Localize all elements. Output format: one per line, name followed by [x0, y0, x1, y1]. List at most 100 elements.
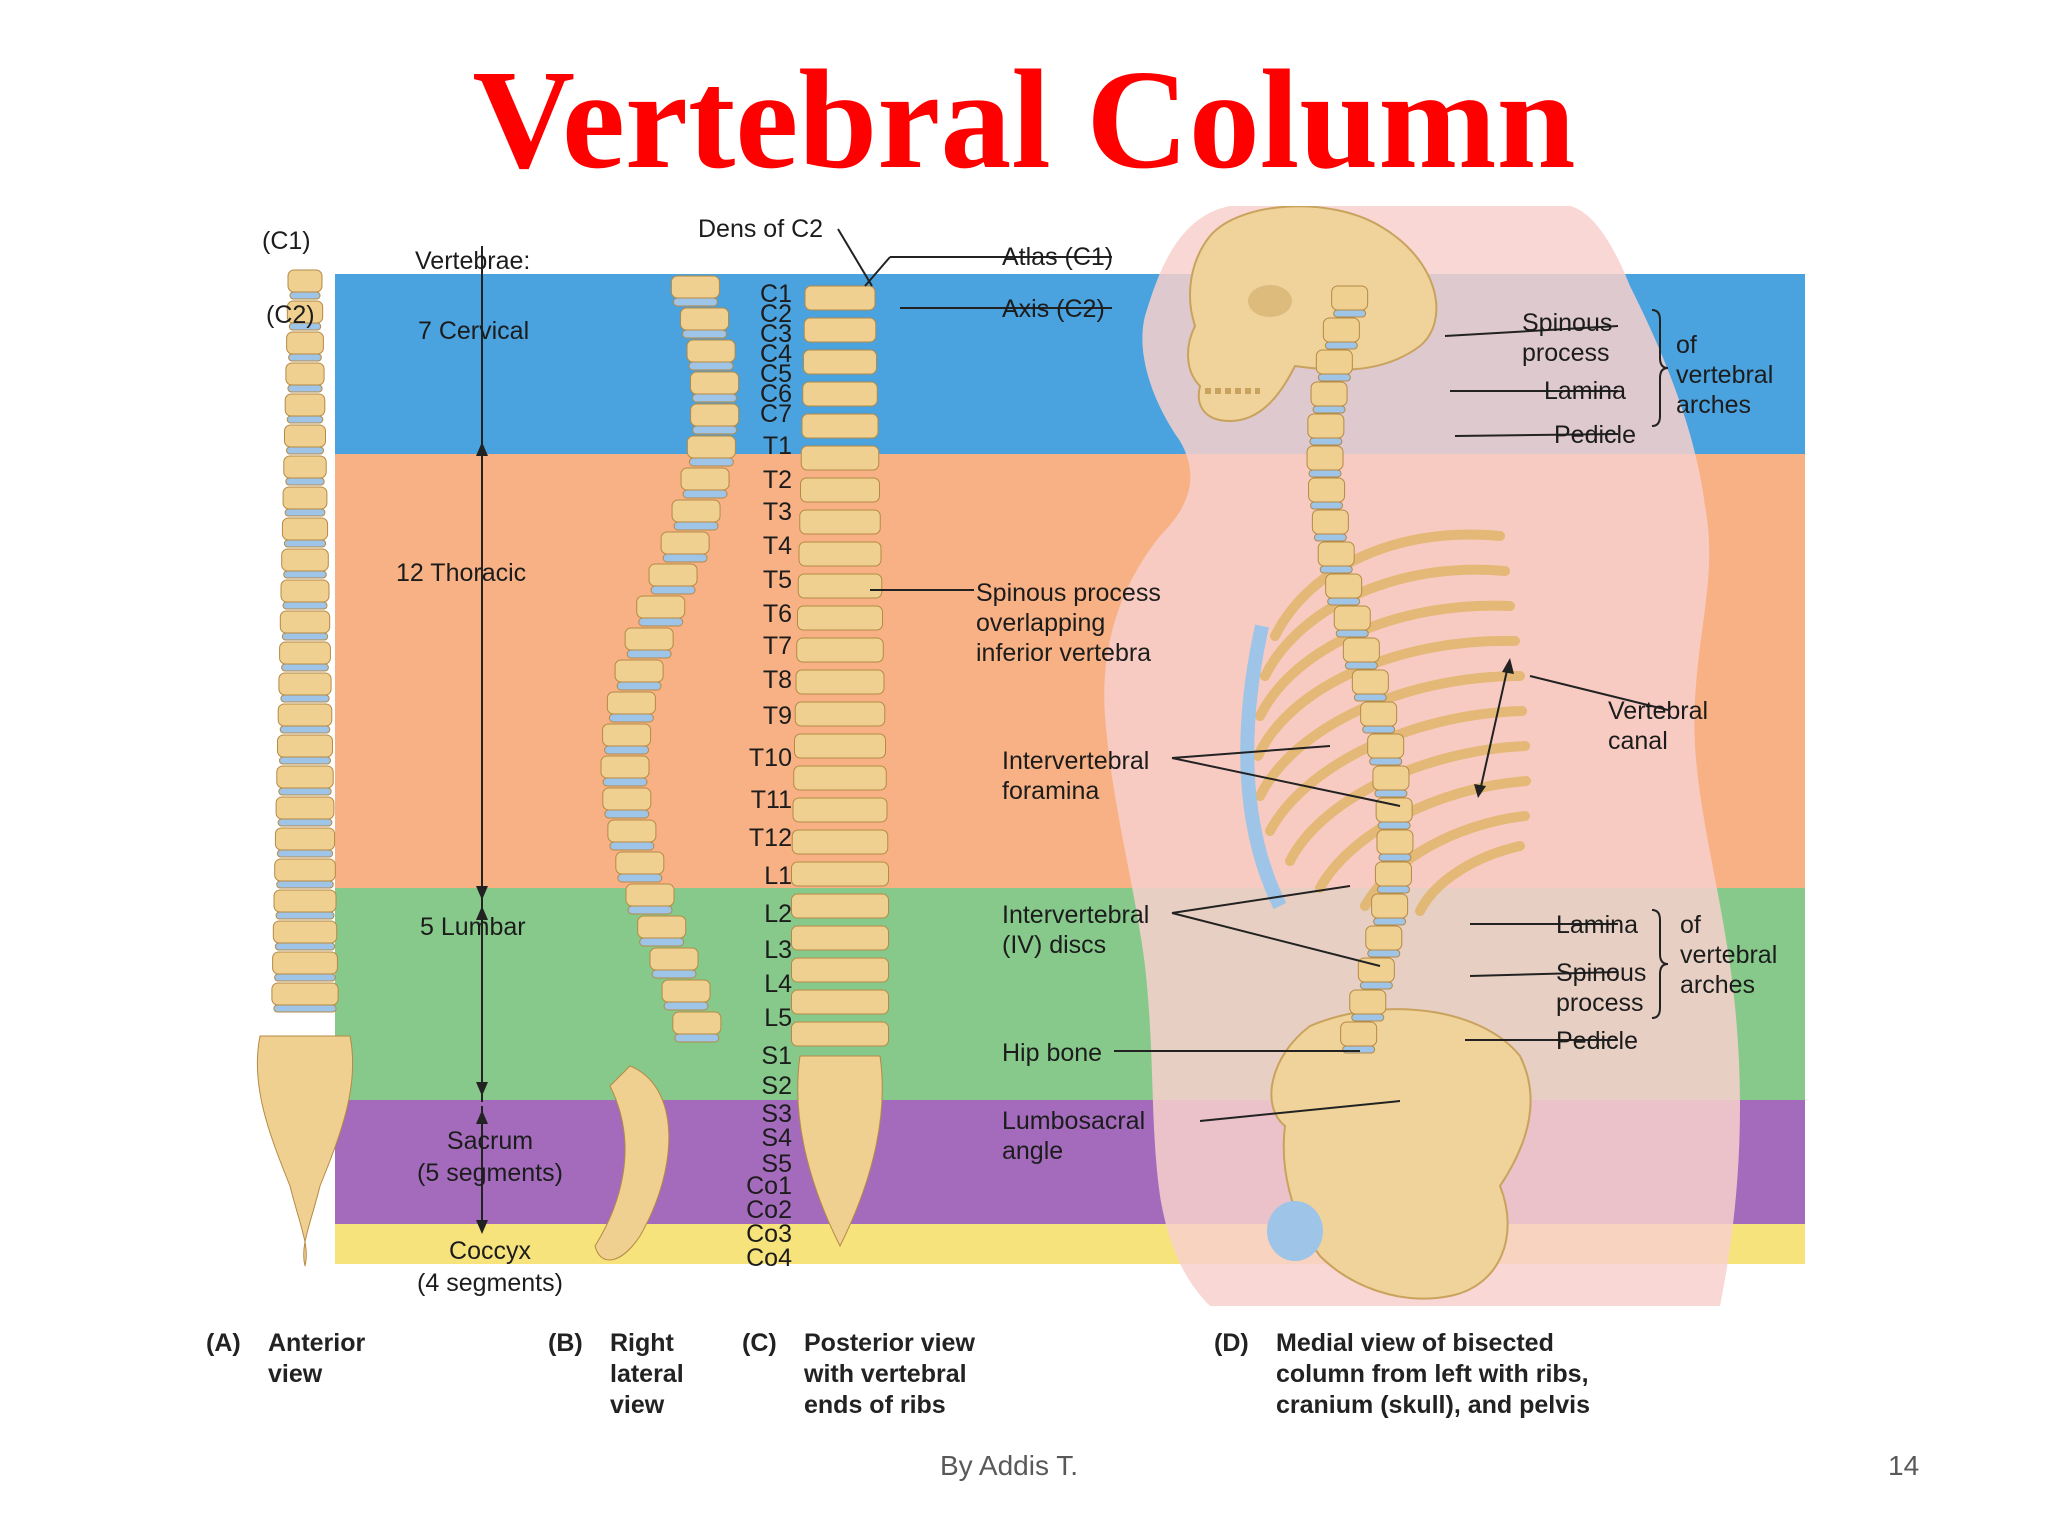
medial-disc [1359, 981, 1393, 990]
lateral-vertebra [686, 435, 736, 459]
iv-discs-label-2: (IV) discs [1002, 931, 1107, 959]
anterior-vertebra [272, 951, 338, 975]
vertebra-level-label-s1: S1 [761, 1042, 792, 1070]
lateral-disc [617, 873, 663, 883]
vertebra-level-label-t10: T10 [748, 744, 792, 772]
upper-spinous-label-2: process [1522, 339, 1610, 367]
coccyx-segments-label: (4 segments) [417, 1269, 563, 1297]
anterior-vertebra [275, 796, 335, 820]
anterior-disc [286, 415, 324, 424]
medial-disc [1309, 437, 1343, 446]
medial-disc [1378, 853, 1412, 862]
anterior-vertebra [278, 672, 332, 696]
medial-disc [1308, 469, 1342, 478]
anterior-disc [288, 322, 322, 331]
lower-group-label-2: vertebral [1680, 941, 1778, 969]
posterior-vertebra [800, 477, 880, 503]
vertebra-level-label-co3: Co3 [746, 1220, 792, 1248]
caption-b-key: (B) [548, 1329, 583, 1357]
lateral-vertebra [602, 723, 652, 747]
posterior-vertebra [791, 829, 889, 855]
posterior-vertebra [791, 925, 889, 951]
posterior-vertebra [799, 509, 881, 535]
posterior-vertebra [796, 637, 884, 663]
lumbar-label: 5 Lumbar [420, 913, 526, 941]
anterior-disc [282, 601, 328, 610]
medial-disc [1369, 757, 1403, 766]
lateral-disc [650, 585, 696, 595]
vertebra-level-label-c6: C6 [760, 380, 792, 408]
lateral-disc [616, 681, 662, 691]
medial-disc [1319, 565, 1353, 574]
vertebra-level-label-t12: T12 [748, 824, 792, 852]
anterior-disc [288, 353, 322, 362]
lateral-disc [673, 521, 719, 531]
iv-discs-label-1: Intervertebral [1002, 901, 1150, 929]
anterior-c2-label: (C2) [266, 301, 315, 329]
atlas-label: Atlas (C1) [1002, 243, 1114, 271]
vertebra-level-label-l4: L4 [764, 970, 792, 998]
lateral-vertebra [649, 947, 699, 971]
spinous-overlap-label-2: overlapping [976, 609, 1106, 637]
medial-disc [1327, 597, 1361, 606]
posterior-vertebra [797, 605, 883, 631]
medial-vertebra [1311, 509, 1349, 535]
lateral-disc [662, 553, 708, 563]
posterior-vertebra [791, 861, 889, 887]
lumbosacral-label-1: Lumbosacral [1002, 1107, 1146, 1135]
lateral-disc [682, 489, 728, 499]
caption-b-text: Right lateral view [610, 1329, 684, 1419]
posterior-vertebra [792, 797, 888, 823]
medial-disc [1324, 341, 1358, 350]
slide-title: Vertebral Column [472, 40, 1576, 198]
anterior-disc [278, 787, 332, 796]
medial-disc [1310, 501, 1344, 510]
anterior-disc [285, 477, 325, 486]
lateral-vertebra [637, 915, 687, 939]
lateral-vertebra [606, 691, 656, 715]
lateral-disc [651, 969, 697, 979]
vertebral-canal-label-2: canal [1608, 727, 1668, 755]
medial-vertebra [1325, 573, 1363, 599]
posterior-vertebra [791, 893, 889, 919]
lateral-vertebra [648, 563, 698, 587]
medial-vertebra [1331, 285, 1369, 311]
medial-disc [1377, 821, 1411, 830]
vertebra-level-label-t7: T7 [762, 632, 792, 660]
medial-vertebra [1317, 541, 1355, 567]
vertebra-level-label-c7: C7 [760, 400, 792, 428]
lateral-disc [638, 617, 684, 627]
posterior-vertebra [798, 541, 882, 567]
anterior-vertebra [272, 920, 338, 944]
medial-disc [1317, 373, 1351, 382]
lateral-disc [627, 905, 673, 915]
posterior-vertebra [795, 669, 885, 695]
vertebra-level-label-t8: T8 [762, 666, 792, 694]
anterior-vertebra [274, 827, 336, 851]
lower-group-label-1: of [1680, 911, 1701, 939]
posterior-vertebra [793, 765, 887, 791]
caption-b: (B) Right lateral view [548, 1328, 718, 1428]
anterior-disc [289, 291, 321, 300]
posterior-vertebra [791, 1021, 889, 1047]
vertebra-level-label-c3: C3 [760, 320, 792, 348]
anterior-vertebra [279, 641, 331, 665]
caption-d-text: Medial view of bisected column from left… [1276, 1329, 1590, 1419]
anterior-disc [280, 694, 330, 703]
lower-pedicle-label: Pedicle [1556, 1027, 1638, 1055]
medial-disc [1335, 629, 1369, 638]
lateral-vertebra [680, 307, 730, 331]
medial-vertebra [1342, 637, 1380, 663]
upper-lamina-label: Lamina [1544, 377, 1626, 405]
lateral-disc [688, 361, 734, 371]
sacrum-label: Sacrum [446, 1127, 534, 1155]
posterior-vertebra [803, 317, 877, 343]
medial-vertebra [1360, 701, 1398, 727]
vertebrae-heading: Vertebrae: [415, 247, 531, 275]
lateral-vertebra [600, 755, 650, 779]
anterior-disc [287, 384, 323, 393]
lateral-disc [639, 937, 685, 947]
medial-disc [1351, 1013, 1385, 1022]
caption-c-key: (C) [742, 1329, 777, 1357]
medial-vertebra [1340, 1021, 1378, 1047]
